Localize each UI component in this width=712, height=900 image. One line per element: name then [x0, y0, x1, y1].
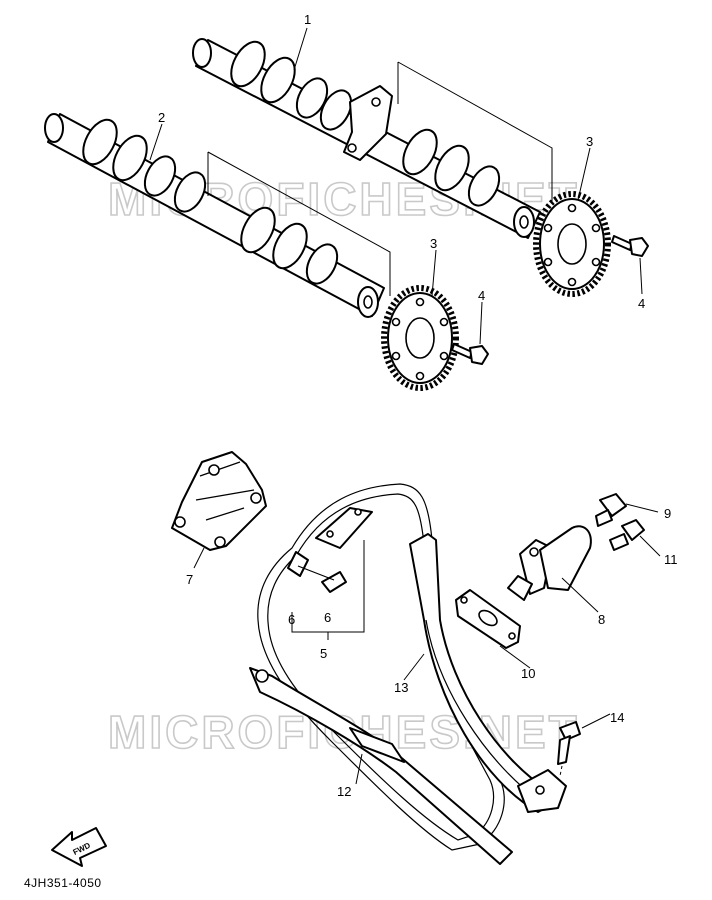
tensioner-gasket [455, 589, 521, 649]
chain-guide-rear [249, 667, 513, 865]
leader-lines [149, 27, 661, 785]
callout-6a: 6 [288, 612, 295, 627]
camshaft-lower [44, 113, 385, 318]
callout-6b: 6 [324, 610, 331, 625]
timing-chain [257, 483, 505, 851]
chain-joint-link [287, 507, 373, 593]
callout-14: 14 [610, 710, 624, 725]
cam-sprocket-lower [381, 285, 459, 391]
forward-arrow-icon: FWD [51, 827, 107, 867]
callout-7: 7 [186, 572, 193, 587]
guide-bolt-14 [557, 721, 581, 777]
callout-10: 10 [521, 666, 535, 681]
drawing-code: 4JH351-4050 [24, 876, 102, 890]
camshaft-upper [192, 38, 541, 239]
tensioner-bolt-9 [595, 493, 627, 527]
callout-5: 5 [320, 646, 327, 661]
chain-guide-top [171, 451, 267, 551]
callout-13: 13 [394, 680, 408, 695]
chain-guide-front [409, 533, 567, 813]
cam-sprocket-upper [533, 191, 611, 297]
callout-4a: 4 [638, 296, 645, 311]
callout-1: 1 [304, 12, 311, 27]
callout-3b: 3 [430, 236, 437, 251]
chain-tensioner [507, 525, 592, 601]
bracket-5 [291, 540, 365, 640]
callout-8: 8 [598, 612, 605, 627]
callout-11: 11 [664, 552, 678, 567]
sprocket-bolt-upper [611, 235, 649, 257]
callout-2: 2 [158, 110, 165, 125]
callout-9: 9 [664, 506, 671, 521]
callout-4b: 4 [478, 288, 485, 303]
callout-12: 12 [337, 784, 351, 799]
assembly-lines-camshafts [207, 61, 553, 296]
sprocket-bolt-lower [451, 343, 489, 365]
tensioner-bolt-11 [609, 519, 645, 551]
callout-3a: 3 [586, 134, 593, 149]
